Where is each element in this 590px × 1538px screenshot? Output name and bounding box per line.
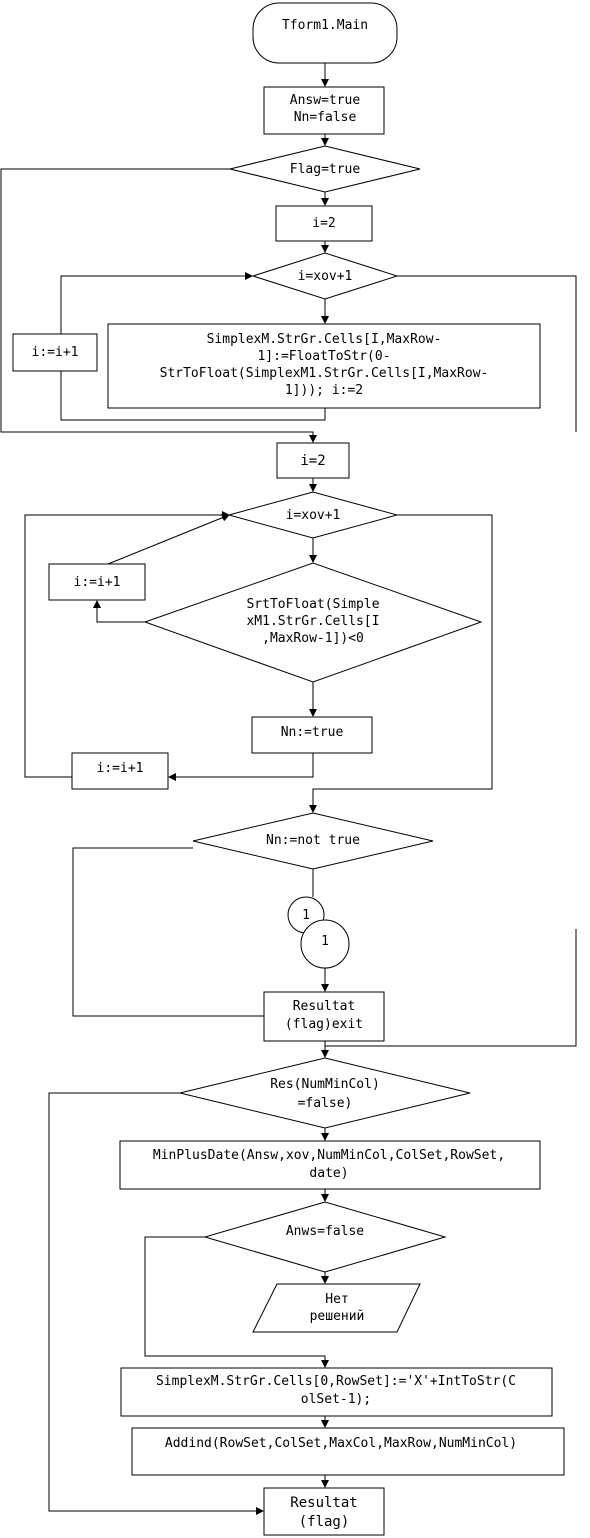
loop2-decision: i=xov+1 (227, 491, 399, 539)
res-decision: Res(NumMinCol) =false) (179, 1057, 471, 1129)
i-assign-2-label: i=2 (300, 453, 325, 469)
loop1-increment-label: i:=i+1 (32, 345, 79, 360)
strtofloat-decision: SrtToFloat(Simple xM1.StrGr.Cells[I ,Max… (143, 562, 483, 683)
nn-true-box: Nn:=true (251, 716, 373, 754)
no-solutions-line-1: Нет (325, 1292, 348, 1307)
anws-decision-label: Anws=false (286, 1224, 364, 1239)
res-decision-line-2: =false) (298, 1096, 353, 1111)
strtofloat-line-2: xM1.StrGr.Cells[I (246, 614, 379, 629)
loop2-increment-upper-box: i:=i+1 (48, 563, 146, 601)
loop1-decision-label: i=xov+1 (298, 269, 353, 284)
flag-decision-label: Flag=true (290, 162, 361, 177)
addind-label: Addind(RowSet,ColSet,MaxCol,MaxRow,NumMi… (165, 1436, 517, 1451)
loop2-increment-lower-label: i:=i+1 (97, 761, 144, 776)
connector-b-label: 1 (321, 934, 329, 949)
flow-lines (0, 63, 577, 1515)
nn-true-label: Nn:=true (281, 725, 344, 740)
simplex-line-3: StrToFloat(SimplexM1.StrGr.Cells[I,MaxRo… (160, 366, 489, 381)
loop2-increment-lower-box: i:=i+1 (71, 752, 169, 790)
resultat-final-box: Resultat (flag) (263, 1487, 385, 1536)
strtofloat-line-3: ,MaxRow-1])<0 (262, 631, 364, 646)
resultat-exit-line-1: Resultat (293, 999, 356, 1014)
minplusdate-line-2: date) (309, 1166, 348, 1181)
resultat-exit-line-2: (flag)exit (285, 1017, 363, 1032)
resultat-exit-box: Resultat (flag)exit (263, 991, 385, 1042)
anws-decision: Anws=false (203, 1201, 447, 1273)
i-assign-box-1: i=2 (275, 205, 373, 242)
start-terminal: Tform1.Main (252, 2, 398, 64)
simplex-cells-line-2: olSet-1); (301, 1392, 371, 1407)
nn-not-true-decision: Nn:=not true (192, 812, 434, 870)
simplex-negate-box: SimplexM.StrGr.Cells[I,MaxRow- 1]:=Float… (107, 323, 541, 409)
no-solutions-io: Нет решений (252, 1283, 421, 1333)
i-assign-1-label: i=2 (312, 216, 335, 231)
simplex-line-1: SimplexM.StrGr.Cells[I,MaxRow- (207, 332, 442, 347)
addind-box: Addind(RowSet,ColSet,MaxCol,MaxRow,NumMi… (131, 1427, 565, 1476)
loop1-increment-box: i:=i+1 (12, 333, 98, 372)
minplusdate-line-1: MinPlusDate(Answ,xov,NumMinCol,ColSet,Ro… (153, 1148, 505, 1163)
no-solutions-line-2: решений (310, 1309, 365, 1324)
resultat-final-line-1: Resultat (290, 1495, 357, 1511)
simplex-line-2: 1]:=FloatToStr(0- (257, 349, 390, 364)
strtofloat-line-1: SrtToFloat(Simple (246, 597, 379, 612)
start-label: Tform1.Main (282, 18, 368, 33)
connector-a-label: 1 (302, 908, 310, 923)
flag-decision: Flag=true (229, 145, 421, 193)
init-line-1: Answ=true (290, 93, 361, 108)
simplex-line-4: 1])); i:=2 (285, 383, 363, 398)
minplusdate-box: MinPlusDate(Answ,xov,NumMinCol,ColSet,Ro… (119, 1140, 541, 1190)
init-process-box: Answ=true Nn=false (263, 86, 385, 135)
loop2-increment-upper-label: i:=i+1 (74, 575, 121, 590)
nn-not-true-label: Nn:=not true (266, 833, 360, 848)
loop2-decision-label: i=xov+1 (286, 508, 341, 523)
simplex-cells-box: SimplexM.StrGr.Cells[0,RowSet]:='X'+IntT… (120, 1367, 553, 1417)
connector-circle-b: 1 (300, 919, 350, 969)
i-assign-box-2: i=2 (276, 442, 350, 479)
init-line-2: Nn=false (294, 110, 357, 125)
loop1-decision: i=xov+1 (251, 252, 399, 300)
res-decision-line-1: Res(NumMinCol) (270, 1077, 380, 1092)
resultat-final-line-2: (flag) (299, 1514, 350, 1530)
simplex-cells-line-1: SimplexM.StrGr.Cells[0,RowSet]:='X'+IntT… (156, 1374, 516, 1389)
